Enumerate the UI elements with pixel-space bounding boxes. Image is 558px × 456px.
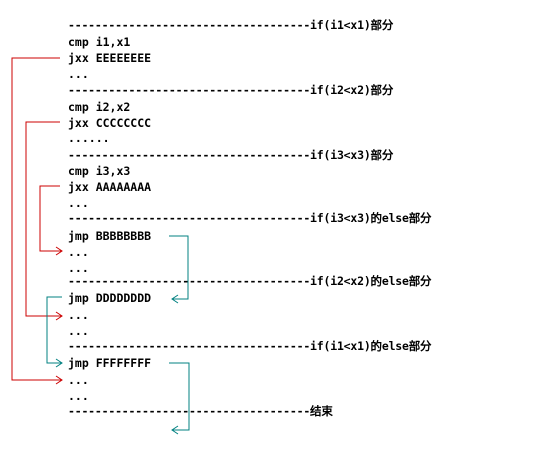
code-cmp-i3: cmp i3,x3 (68, 164, 131, 178)
code-ellipsis: ...... (68, 131, 110, 145)
arrowhead-jxx-c (55, 311, 63, 321)
separator-else-i3: ------------------------------------if(i… (68, 211, 432, 225)
teal-arrows (46, 235, 190, 435)
code-ellipsis: ... (68, 324, 89, 338)
code-jxx-e: jxx EEEEEEEE (68, 51, 152, 65)
separator-if-i2: ------------------------------------if(i… (68, 83, 394, 97)
code-ellipsis: ... (68, 373, 89, 387)
separator-end: ------------------------------------结束 (68, 404, 333, 418)
separator-else-i2: ------------------------------------if(i… (68, 274, 432, 288)
code-ellipsis: ... (68, 261, 89, 275)
separator-if-i1: ------------------------------------if(i… (68, 18, 394, 32)
code-jmp-d: jmp DDDDDDDD (68, 291, 152, 305)
code-jmp-b: jmp BBBBBBBB (68, 229, 152, 243)
arrow-jxx-e-to-else-i1 (11, 57, 62, 381)
code-cmp-i1: cmp i1,x1 (68, 35, 131, 49)
code-cmp-i2: cmp i2,x2 (68, 100, 131, 114)
code-ellipsis: ... (68, 308, 89, 322)
code-jxx-c: jxx CCCCCCCC (68, 116, 152, 130)
code-ellipsis: ... (68, 389, 89, 403)
arrowhead-jmp-f (171, 425, 179, 435)
separator-if-i3: ------------------------------------if(i… (68, 148, 394, 162)
code-jxx-a: jxx AAAAAAAA (68, 180, 152, 194)
red-arrows (11, 57, 63, 385)
arrow-jmp-b-to-end-i2 (169, 235, 189, 300)
arrowhead-jxx-a (55, 246, 63, 256)
arrowhead-jxx-e (55, 375, 63, 385)
arrowhead-into-jmp-f (55, 358, 63, 368)
code-ellipsis: ... (68, 245, 89, 259)
arrow-jxx-c-to-else-i2 (25, 121, 62, 317)
code-ellipsis: ... (68, 67, 89, 81)
code-ellipsis: ... (68, 196, 89, 210)
arrow-into-jmp-d (46, 296, 62, 364)
arrow-jxx-a-to-else-i3 (39, 185, 62, 252)
code-jmp-f: jmp FFFFFFFF (68, 356, 152, 370)
arrowhead-jmp-b (171, 294, 179, 304)
arrow-jmp-f-to-end (169, 362, 190, 431)
separator-else-i1: ------------------------------------if(i… (68, 339, 432, 353)
